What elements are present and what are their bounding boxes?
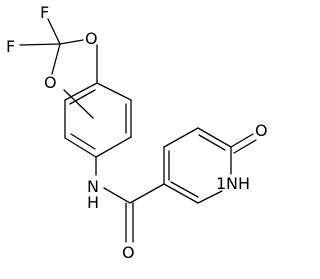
bond-c-f-left [19,43,61,46]
atom-o-ring-bottom: O [44,73,57,92]
structure-canvas: F F O O N H O O 1 NH [6,3,268,262]
bond-o-bottom-aromatic [63,89,94,119]
benzene-bond-3 [95,136,132,158]
atom-labels: F F O O N H O O 1 NH [6,3,268,262]
bond-c-f-top [47,18,61,45]
benzene-double-inner-2 [70,133,96,150]
pyridone-bond-6 [163,183,199,204]
benzene-bond-4 [64,137,97,158]
bond-c-o-bottom [51,43,61,75]
atom-amide-h: H [87,193,99,212]
atom-ring-nh-prefix: 1 [216,174,226,193]
chemical-structure-diagram: F F O O N H O O 1 NH [6,3,268,262]
bond-lines [19,18,257,243]
atom-carbonyl-o: O [122,243,135,262]
atom-f-left: F [6,37,15,56]
pyridone-double-inner-2 [198,134,226,151]
pyridone-bond-2 [163,127,199,148]
benzene-bond-6 [64,82,98,101]
atom-amide-n: N [87,177,99,196]
pyridone-double-inner-3 [170,181,199,198]
pyridone-bond-5 [197,190,223,204]
atom-ring-nh: NH [226,174,250,193]
ketone-double-1 [230,133,254,148]
bond-c-o-top [59,39,84,45]
bond-n-carbonyl [103,187,131,204]
benzene-bond-1 [96,82,132,101]
benzene-double-inner-3 [69,89,96,105]
ketone-double-2 [233,139,257,154]
pyridone-bond-3 [197,127,232,148]
bond-carbonyl-ring [129,183,165,204]
atom-ketone-o: O [255,121,268,140]
atom-f-top: F [40,3,49,22]
atom-o-ring-top: O [85,29,98,48]
